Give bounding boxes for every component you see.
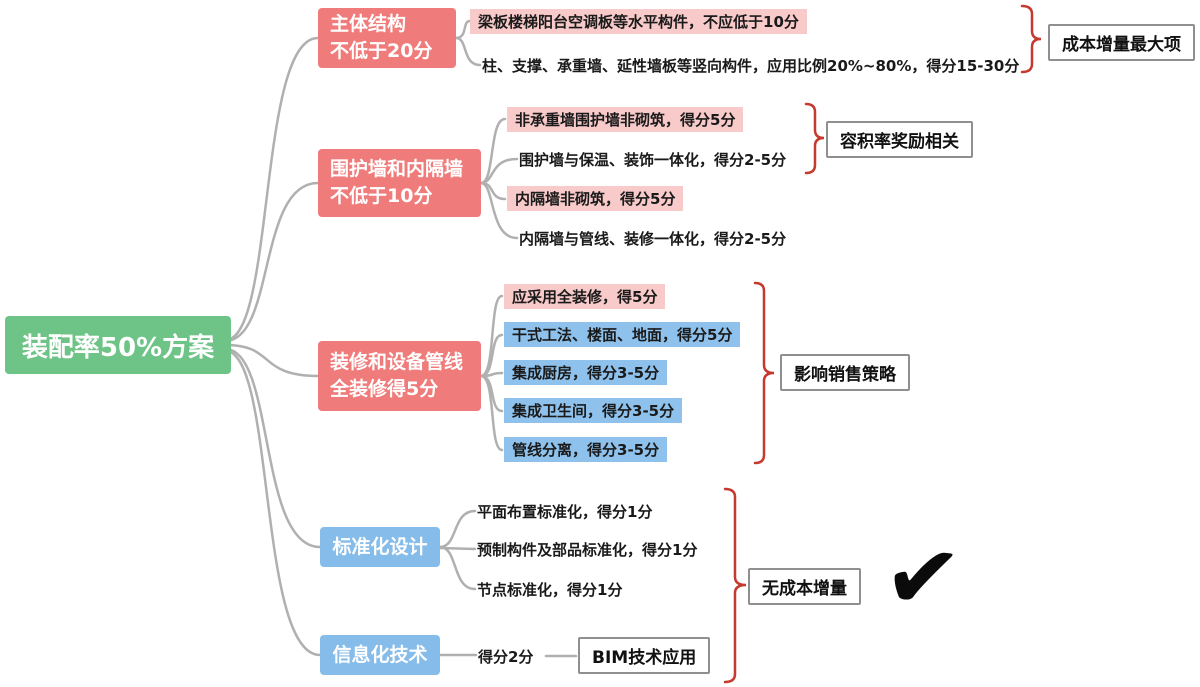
branch-title-line1: 装修和设备管线 (330, 351, 464, 374)
leaf-full-decoration[interactable]: 应采用全装修，得5分 (504, 284, 666, 309)
annotation-sales-strategy[interactable]: 影响销售策略 (780, 354, 910, 391)
checkmark-icon: ✔ (879, 520, 966, 635)
root-node[interactable]: 装配率50%方案 (5, 316, 231, 374)
leaf-enclosure-insulation[interactable]: 围护墙与保温、装饰一体化，得分2-5分 (519, 151, 787, 169)
branch-standardized-design[interactable]: 标准化设计 (320, 527, 440, 567)
root-connectors (224, 36, 322, 657)
leaf-nonmasonry-partition[interactable]: 内隔墙非砌筑，得分5分 (507, 186, 684, 211)
branch-title-line2: 不低于10分 (330, 185, 433, 207)
annotation-no-cost-increase[interactable]: 无成本增量 (748, 568, 861, 605)
branch-title-line1: 标准化设计 (332, 535, 428, 558)
brace-far-bonus (804, 102, 825, 175)
leaf-dry-method[interactable]: 干式工法、楼面、地面，得分5分 (504, 322, 741, 347)
branch-title-line1: 信息化技术 (332, 643, 428, 666)
brace-sales (753, 281, 775, 465)
leaf-component-standardization[interactable]: 预制构件及部品标准化，得分1分 (477, 541, 698, 559)
branch-connectors (438, 19, 578, 658)
annotation-cost-increase[interactable]: 成本增量最大项 (1048, 24, 1195, 61)
branch-information-technology[interactable]: 信息化技术 (320, 635, 440, 675)
branch-title-line2: 不低于20分 (330, 40, 433, 62)
brace-cost-increase (1020, 4, 1042, 74)
leaf-integrated-kitchen[interactable]: 集成厨房，得分3-5分 (504, 360, 668, 385)
branch-title-line2: 全装修得5分 (330, 378, 439, 400)
branch-decoration-pipeline[interactable]: 装修和设备管线 全装修得5分 (318, 341, 481, 411)
branch-title-line1: 主体结构 (330, 13, 407, 36)
leaf-pipeline-separation[interactable]: 管线分离，得分3-5分 (504, 437, 668, 462)
annotation-bim-technology[interactable]: BIM技术应用 (578, 637, 711, 674)
leaf-score-2[interactable]: 得分2分 (478, 648, 534, 666)
annotation-far-bonus[interactable]: 容积率奖励相关 (826, 121, 973, 158)
leaf-partition-pipeline[interactable]: 内隔墙与管线、装修一体化，得分2-5分 (519, 230, 787, 248)
leaf-horizontal-members[interactable]: 梁板楼梯阳台空调板等水平构件，不应低于10分 (470, 9, 807, 34)
leaf-nonmasonry-enclosure[interactable]: 非承重墙围护墙非砌筑，得分5分 (507, 107, 744, 132)
leaf-node-standardization[interactable]: 节点标准化，得分1分 (477, 581, 623, 599)
brace-marks (723, 4, 1042, 684)
leaf-vertical-members[interactable]: 柱、支撑、承重墙、延性墙板等竖向构件，应用比例20%~80%，得分15-30分 (482, 57, 1020, 75)
leaf-layout-standardization[interactable]: 平面布置标准化，得分1分 (477, 503, 653, 521)
branch-title-line1: 围护墙和内隔墙 (330, 158, 464, 181)
branch-enclosure-walls[interactable]: 围护墙和内隔墙 不低于10分 (318, 149, 481, 217)
branch-main-structure[interactable]: 主体结构 不低于20分 (318, 8, 456, 68)
leaf-integrated-bathroom[interactable]: 集成卫生间，得分3-5分 (504, 398, 683, 423)
brace-no-cost (723, 487, 747, 684)
